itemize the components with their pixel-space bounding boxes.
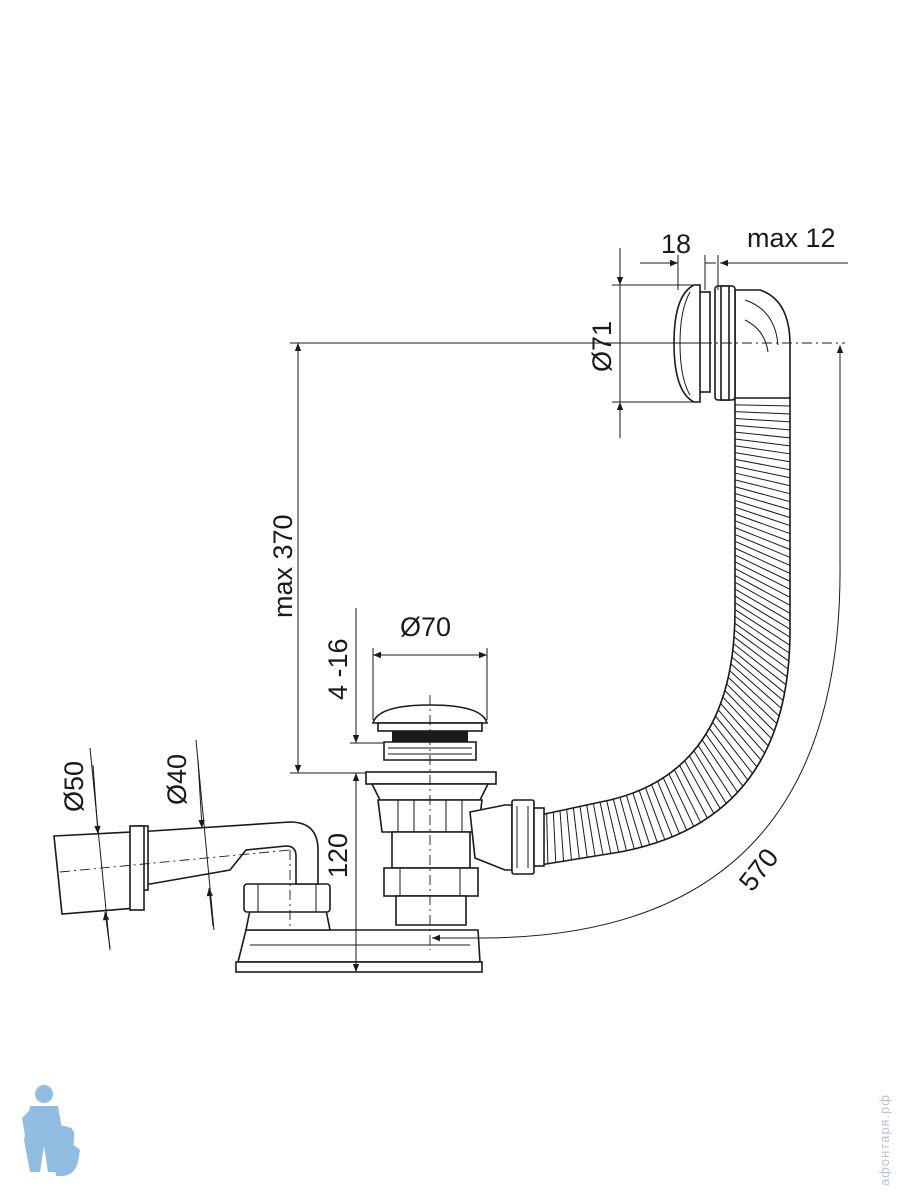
hose-rib [734, 595, 791, 630]
dim-570: 570 [733, 843, 784, 897]
center-lines [59, 342, 845, 950]
hose-rib [705, 733, 744, 787]
dim-max-370: max 370 [268, 514, 298, 618]
dimension-lines [89, 248, 848, 972]
hose-rib [734, 602, 791, 638]
dim-4-16: 4 -16 [323, 638, 353, 700]
hose-rib [734, 609, 790, 646]
hose-rib [734, 493, 791, 511]
hose-rib [662, 777, 688, 831]
hose-rib [712, 721, 753, 774]
hose-rib [715, 715, 758, 768]
hose-rib [734, 472, 791, 487]
hose-rib [734, 431, 791, 439]
hose-rib [734, 479, 791, 495]
hose-rib [688, 755, 721, 809]
hose-rib [734, 465, 791, 479]
hose-rib [720, 703, 766, 754]
drain-valve [365, 704, 545, 926]
hose-rib [734, 534, 791, 558]
hose-rib [625, 795, 643, 848]
dim-120: 120 [323, 833, 353, 878]
hose-rib [673, 769, 702, 823]
hose-rib [612, 799, 628, 851]
hose-rib [586, 804, 596, 857]
hose-rib [572, 807, 580, 859]
watermark: афонтаря.рф [877, 1093, 892, 1186]
hose-rib [638, 790, 658, 843]
hose-rib [734, 615, 790, 654]
hose-rib [606, 800, 620, 853]
hose-rib [668, 773, 695, 827]
corrugated-hose [539, 398, 791, 866]
dim-dia-40: Ø40 [162, 754, 192, 805]
hose-rib [734, 527, 791, 550]
hose-rib [693, 750, 727, 804]
hose-rib [701, 739, 739, 793]
hose-rib [734, 629, 789, 670]
dim-dia-70: Ø70 [400, 612, 451, 642]
hose-rib [734, 506, 791, 527]
dim-dia-50: Ø50 [59, 761, 89, 812]
hose-rib [734, 438, 791, 447]
hose-rib [684, 760, 715, 814]
hose-rib [734, 411, 791, 415]
plumber-logo [22, 1085, 80, 1176]
hose-rib [727, 676, 778, 724]
hose-rib [732, 650, 785, 694]
siphon-trap [53, 821, 483, 973]
hose-rib [599, 802, 612, 854]
hose-rib [734, 568, 791, 598]
hose-rib [734, 404, 791, 407]
hose-rib [726, 683, 775, 732]
hose-rib [734, 417, 791, 423]
hose-rib [722, 696, 769, 747]
hose-rib [731, 656, 784, 701]
hose-rib [579, 806, 588, 858]
hose-rib [679, 765, 708, 819]
hose-rib [729, 670, 780, 717]
hose-rib [724, 690, 772, 739]
dim-max-12: max 12 [747, 223, 836, 253]
hose-rib [734, 561, 791, 590]
hose-rib [730, 663, 782, 709]
hose-rib [566, 809, 572, 860]
hose-rib [734, 513, 791, 535]
hose-rib [546, 813, 549, 864]
hose-rib [644, 787, 666, 840]
hose-rib [717, 709, 762, 761]
hose-rib [734, 458, 791, 471]
hose-rib [734, 574, 791, 606]
hose-rib [559, 810, 565, 862]
hose-rib [651, 784, 673, 838]
hose-rib [734, 622, 790, 662]
hose-rib [734, 486, 791, 503]
hose-rib [734, 499, 791, 519]
hose-rib [734, 554, 791, 582]
hose-rib [734, 540, 791, 566]
hose-rib [734, 445, 791, 455]
dim-18: 18 [661, 229, 691, 259]
hose-rib [734, 547, 791, 574]
hose-rib [632, 792, 651, 845]
hose-rib [733, 636, 788, 678]
hose-rib [733, 643, 787, 686]
hose-rib [697, 745, 733, 799]
hose-rib [708, 728, 749, 781]
hose-rib [657, 781, 681, 834]
hose-rib [734, 588, 791, 622]
dim-dia-71: Ø71 [587, 321, 617, 372]
hose-rib [592, 803, 604, 855]
hose-rib [734, 581, 791, 614]
hose-rib [619, 797, 635, 850]
hose-rib [552, 812, 557, 863]
hose-rib [734, 424, 791, 431]
hose-rib [734, 452, 791, 463]
hose-rib [734, 520, 791, 542]
